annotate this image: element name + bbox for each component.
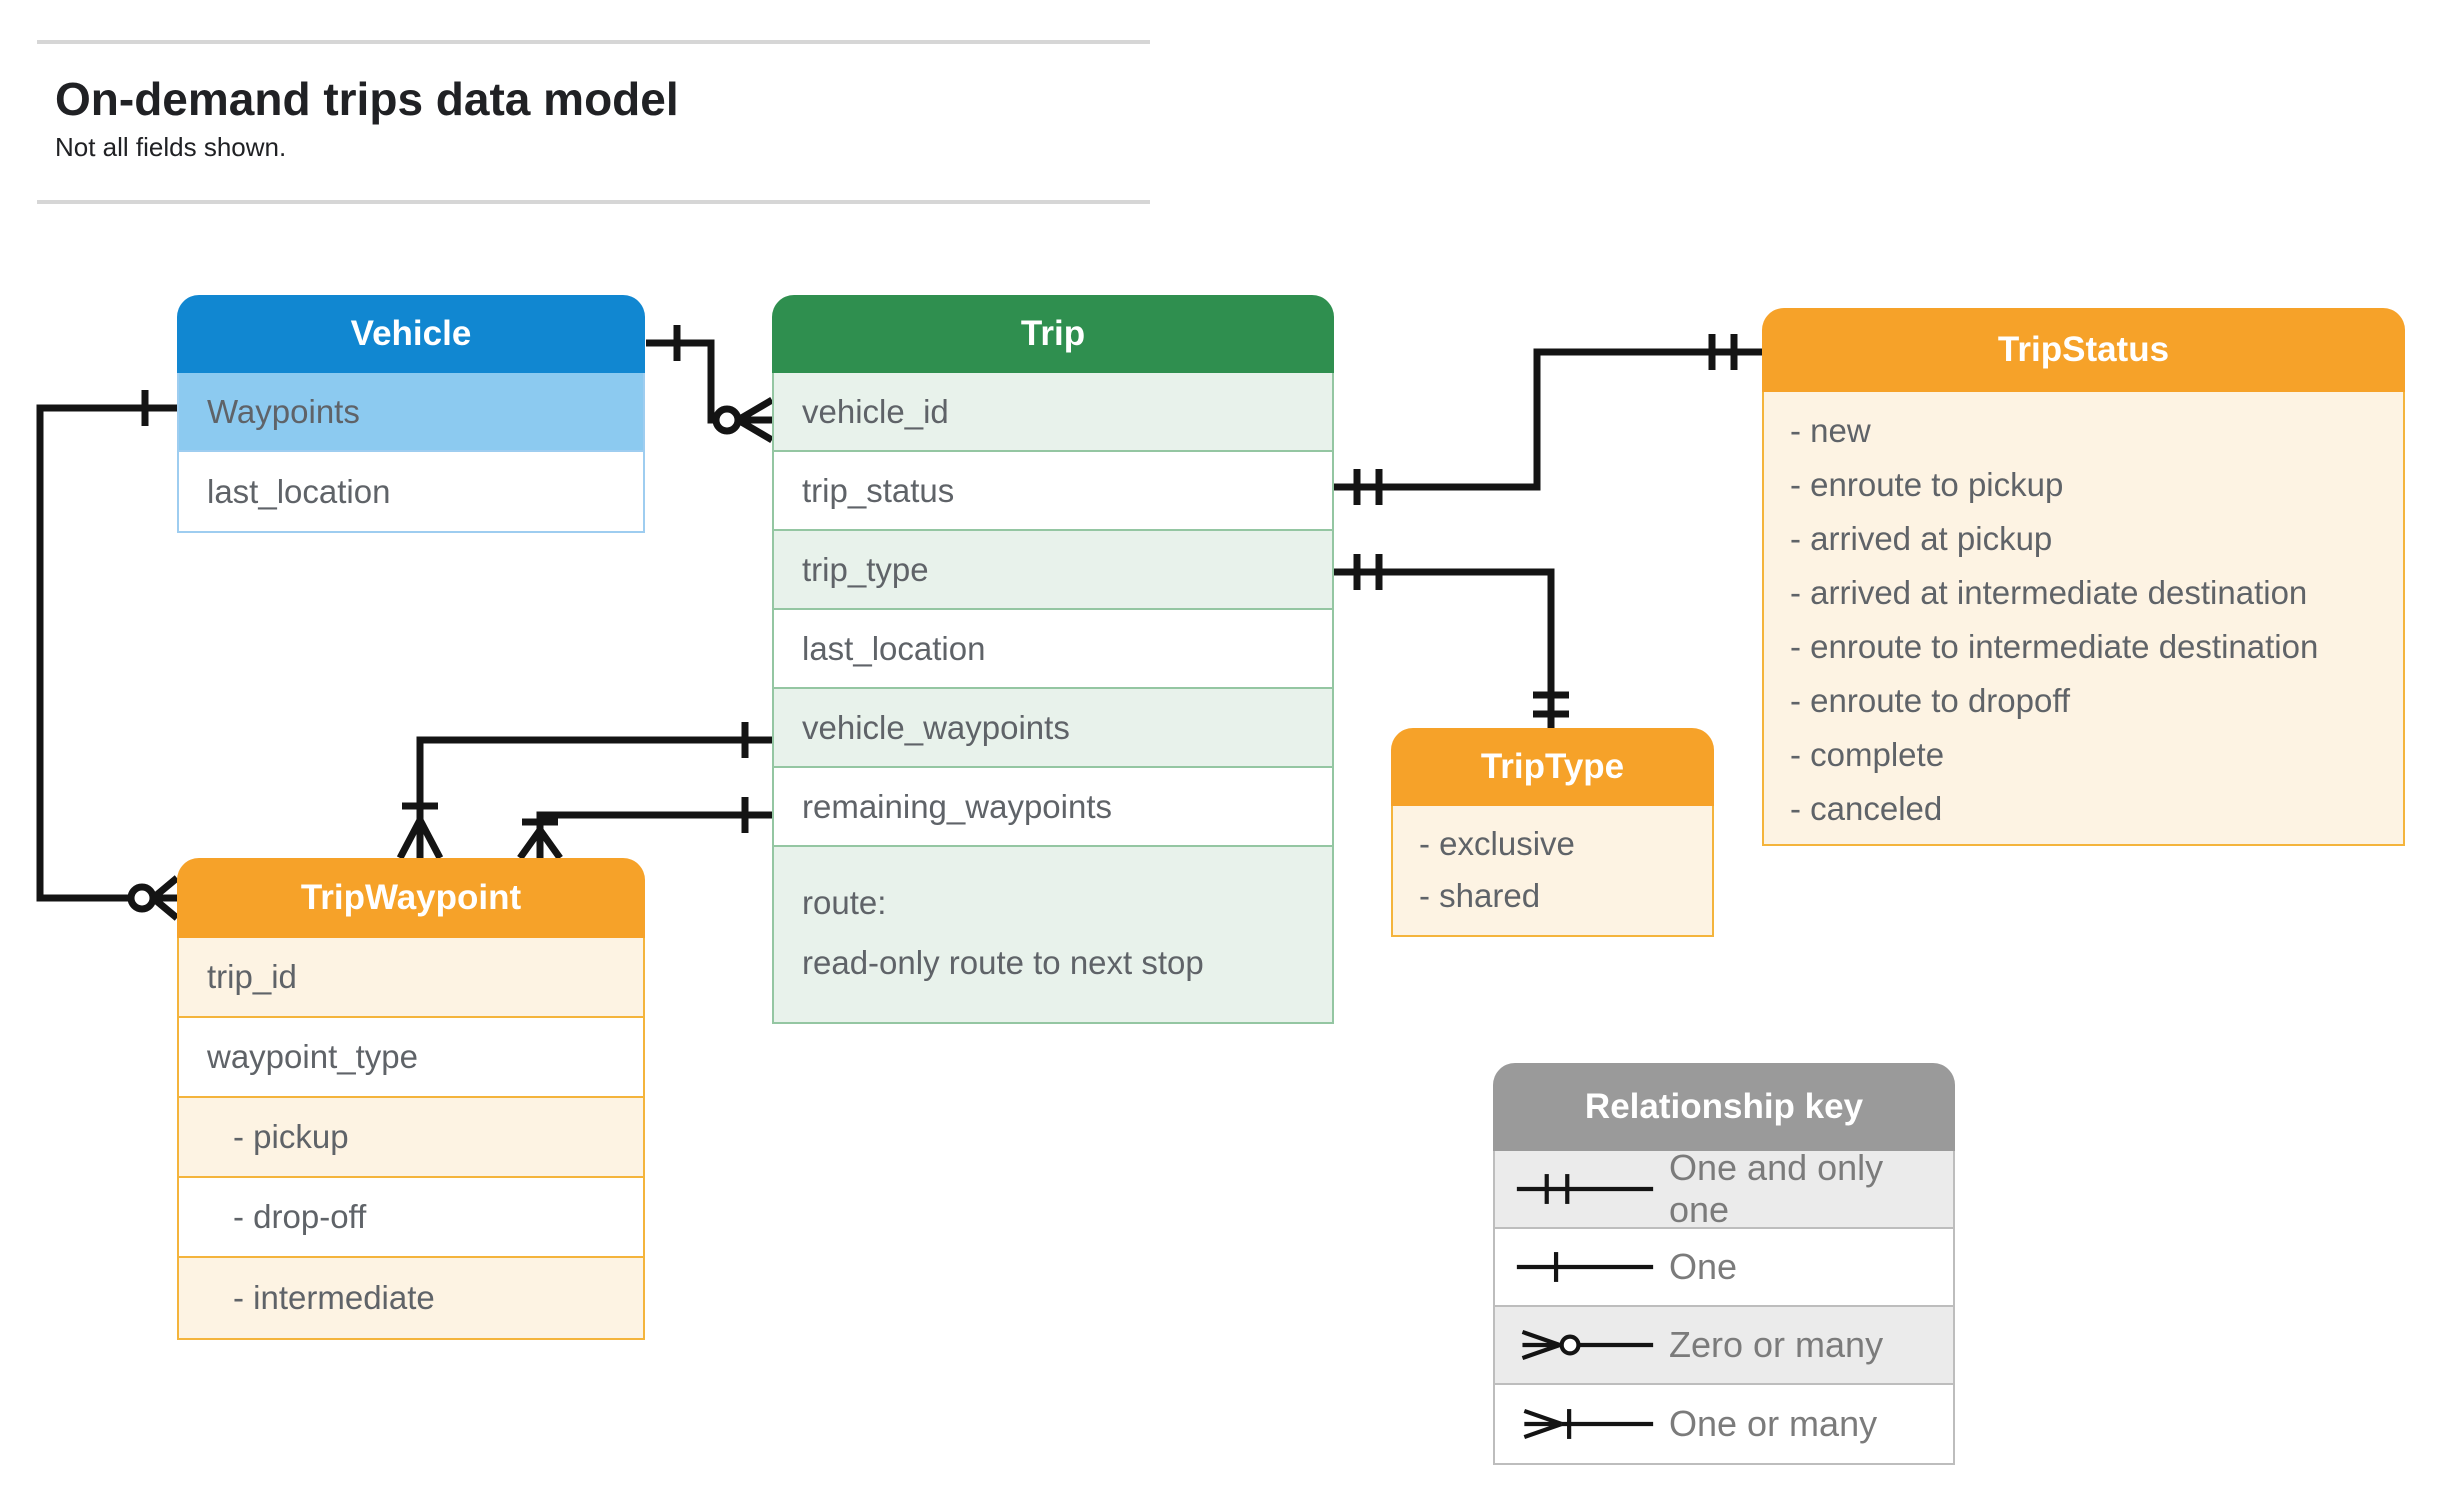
legend-item-one: One	[1495, 1229, 1953, 1307]
connector-line	[536, 811, 772, 830]
tripstatus-value: - enroute to dropoff	[1790, 682, 2071, 719]
one-and-only-one-icon	[1516, 1174, 1654, 1204]
page-subtitle: Not all fields shown.	[55, 132, 287, 162]
legend-item-one-and-only-one: One and only one	[1495, 1147, 1953, 1230]
connector-vehicle-to-trip	[646, 325, 774, 444]
tripwaypoint-field-waypoint-type: waypoint_type	[179, 1018, 643, 1098]
crow-foot-icon	[517, 827, 563, 861]
crow-foot-icon	[736, 396, 774, 444]
trip-field-route-label: route:	[802, 884, 887, 921]
one-icon	[1516, 1252, 1654, 1282]
legend-item-one-or-many: One or many	[1495, 1385, 1953, 1463]
connector-remaining-waypoints-field-to-tripwaypoint	[517, 797, 772, 861]
trip-field-remaining-waypoints: remaining_waypoints	[774, 768, 1332, 847]
connector-vehicle-waypoints-field-to-tripwaypoint	[396, 722, 772, 860]
entity-triptype-title: TripType	[1391, 728, 1714, 806]
trip-field-route: route: read-only route to next stop	[774, 847, 1332, 1022]
connector-line	[1334, 568, 1555, 728]
legend-item-label: One or many	[1669, 1403, 1878, 1444]
relationship-key-title: Relationship key	[1493, 1063, 1955, 1151]
legend-item-label: One and only one	[1669, 1147, 1884, 1230]
tripwaypoint-value-intermediate: - intermediate	[179, 1258, 643, 1338]
trip-field-vehicle-waypoints: vehicle_waypoints	[774, 689, 1332, 768]
connector-line	[1334, 348, 1762, 491]
tripstatus-value: - arrived at pickup	[1790, 520, 2053, 557]
entity-triptype: TripType - exclusive - shared	[1391, 728, 1714, 937]
tripwaypoint-field-trip-id: trip_id	[179, 938, 643, 1018]
tripwaypoint-value-pickup: - pickup	[179, 1098, 643, 1178]
relationship-key: Relationship key One and only one One Ze…	[1493, 1063, 1955, 1465]
trip-field-last-location: last_location	[774, 610, 1332, 689]
tripstatus-value: - enroute to pickup	[1790, 466, 2064, 503]
vehicle-field-waypoints: Waypoints	[179, 373, 643, 452]
tripstatus-value: - canceled	[1790, 790, 1943, 827]
tripstatus-values: - new - enroute to pickup - arrived at p…	[1764, 392, 2403, 844]
trip-field-trip-type: trip_type	[774, 531, 1332, 610]
trip-field-route-description: read-only route to next stop	[802, 944, 1204, 981]
entity-vehicle: Vehicle Waypoints last_location	[177, 295, 645, 533]
entity-trip-title: Trip	[772, 295, 1334, 373]
entity-tripwaypoint-title: TripWaypoint	[177, 858, 645, 938]
top-divider	[37, 40, 1150, 44]
connector-vehicle-waypoints-to-tripwaypoint	[36, 390, 180, 921]
entity-trip: Trip vehicle_id trip_status trip_type la…	[772, 295, 1334, 1024]
connector-line	[36, 404, 177, 902]
entity-vehicle-title: Vehicle	[177, 295, 645, 373]
crow-foot-icon	[150, 875, 180, 921]
page-title: On-demand trips data model	[55, 73, 679, 125]
trip-field-trip-status: trip_status	[774, 452, 1332, 531]
entity-tripstatus: TripStatus - new - enroute to pickup - a…	[1762, 308, 2405, 846]
legend-item-label: One	[1669, 1246, 1738, 1287]
connector-line	[646, 339, 716, 424]
triptype-values: - exclusive - shared	[1393, 806, 1712, 935]
legend-item-label: Zero or many	[1669, 1324, 1884, 1365]
triptype-value: - shared	[1419, 877, 1541, 914]
tripstatus-value: - enroute to intermediate destination	[1790, 628, 2319, 665]
entity-tripstatus-title: TripStatus	[1762, 308, 2405, 392]
vehicle-field-last-location: last_location	[207, 472, 391, 510]
tripstatus-value: - complete	[1790, 736, 1945, 773]
connector-trip-type-to-triptype	[1334, 554, 1569, 728]
trip-field-vehicle-id: vehicle_id	[774, 373, 1332, 452]
entity-tripwaypoint: TripWaypoint trip_id waypoint_type - pic…	[177, 858, 645, 1340]
connector-trip-status-to-tripstatus	[1334, 334, 1762, 505]
one-or-many-icon	[1523, 1408, 1654, 1440]
zero-circle-icon	[127, 883, 157, 913]
connector-line	[416, 736, 772, 820]
crow-foot-icon	[396, 818, 444, 860]
bottom-divider	[37, 200, 1150, 204]
tripstatus-value: - arrived at intermediate destination	[1790, 574, 2308, 611]
tripwaypoint-value-drop-off: - drop-off	[179, 1178, 643, 1258]
legend-item-zero-or-many: Zero or many	[1495, 1307, 1953, 1385]
zero-circle-icon	[712, 405, 742, 435]
zero-or-many-icon	[1521, 1329, 1654, 1361]
tripstatus-value: - new	[1790, 412, 1871, 449]
triptype-value: - exclusive	[1419, 825, 1575, 862]
